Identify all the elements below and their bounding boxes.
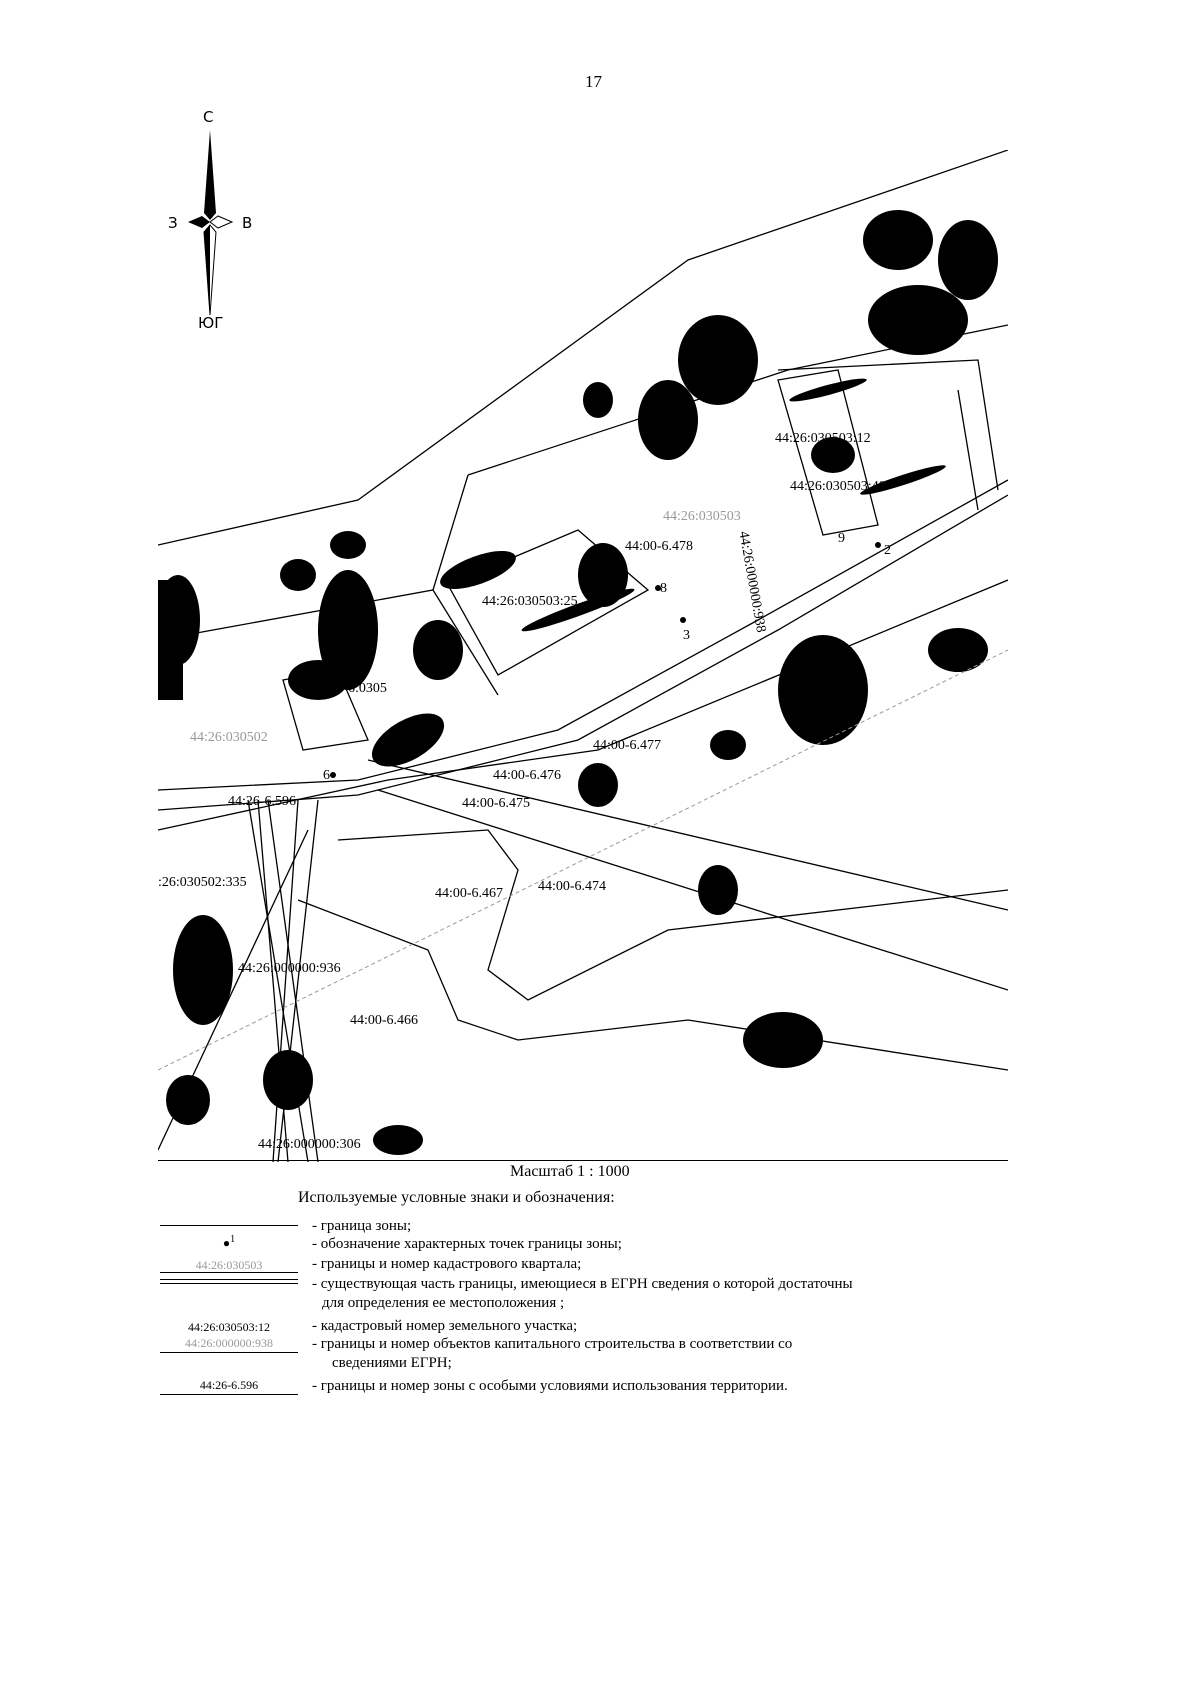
zone-label: 44:00-6.474 xyxy=(538,879,607,894)
parcel-label: 6:0305 xyxy=(348,681,387,696)
legend-text: - границы и номер объектов капитального … xyxy=(312,1336,793,1352)
legend-item: ●1 - обозначение характерных точек грани… xyxy=(160,1234,1060,1256)
object-symbol: 44:26:000000:938 xyxy=(184,1336,273,1350)
legend-text: - границы и номер зоны с особыми условия… xyxy=(312,1378,788,1394)
legend-text: - обозначение характерных точек границы … xyxy=(312,1236,622,1252)
legend-text: сведениями ЕГРН; xyxy=(332,1355,452,1371)
quarter-label: 44:26:030502 xyxy=(190,730,268,745)
legend-item: - существующая часть границы, имеющиеся … xyxy=(160,1276,1060,1316)
legend-item: 44:26-6.596 - границы и номер зоны с осо… xyxy=(160,1378,1060,1398)
compass-north: С xyxy=(203,108,214,126)
legend-text: - граница зоны; xyxy=(312,1218,412,1234)
point-label: 6 xyxy=(323,768,330,783)
parcel-label: 44:26:030503:25 xyxy=(482,594,578,609)
zone-boundaries xyxy=(158,150,1008,1162)
zone-label: 44:00-6.466 xyxy=(350,1013,419,1028)
object-label: 44:26:000000:936 xyxy=(238,961,341,976)
zone-label: 44:26-6.596 xyxy=(228,794,297,809)
special-zone-symbol: 44:26-6.596 xyxy=(199,1378,259,1392)
map-scale: Масштаб 1 : 1000 xyxy=(510,1163,630,1180)
parcel-label: 44:26:030503:12 xyxy=(775,431,871,446)
parcel-label: 44:26:030503:40 xyxy=(790,479,886,494)
quarter-line xyxy=(160,1272,298,1273)
parcel-label: :26:030502:335 xyxy=(158,875,247,890)
zone-label: 44:00-6.476 xyxy=(493,768,562,783)
page-number: 17 xyxy=(585,72,602,91)
legend-text: - границы и номер кадастрового квартала; xyxy=(312,1256,582,1272)
characteristic-points xyxy=(330,542,881,778)
compass-east: В xyxy=(242,214,253,232)
legend-item: 44:26:030503 - границы и номер кадастров… xyxy=(160,1256,1060,1276)
quarter-label: 44:26:030503 xyxy=(663,509,741,524)
point-label: 3 xyxy=(683,628,690,643)
object-line xyxy=(160,1352,298,1353)
parcel-symbol: 44:26:030503:12 xyxy=(187,1320,270,1334)
quarter-symbol: 44:26:030503 xyxy=(195,1258,263,1272)
legend-text: для определения ее местоположения ; xyxy=(322,1295,565,1311)
existing-boundary-line xyxy=(160,1279,298,1280)
existing-boundary-line xyxy=(160,1283,298,1284)
vegetation-blobs xyxy=(158,210,998,1155)
legend-item: 44:26:030503:12 - кадастровый номер земе… xyxy=(160,1318,1060,1338)
legend-item: 44:26:000000:938 - границы и номер объек… xyxy=(160,1336,1060,1376)
zone-boundary-symbol xyxy=(160,1225,298,1226)
legend-title: Используемые условные знаки и обозначени… xyxy=(298,1189,615,1206)
zone-label: 44:00-6.475 xyxy=(462,796,531,811)
special-zone-line xyxy=(160,1394,298,1395)
zone-label: 44:00-6.467 xyxy=(435,886,504,901)
compass-south: ЮГ xyxy=(198,314,224,332)
map-frame-bottom xyxy=(158,1160,1008,1161)
point-label: 8 xyxy=(660,581,667,596)
point-symbol: ●1 xyxy=(222,1234,236,1250)
zone-label: 44:00-6.477 xyxy=(593,738,662,753)
legend-text: - существующая часть границы, имеющиеся … xyxy=(312,1276,853,1292)
zone-label: 44:00-6.478 xyxy=(625,539,694,554)
cadastral-map xyxy=(158,150,1008,1162)
point-number: 1 xyxy=(230,1234,236,1245)
legend-item: - граница зоны; xyxy=(160,1218,1060,1238)
object-label: 44:26:000000:306 xyxy=(258,1137,361,1152)
compass-west: З xyxy=(168,214,178,232)
legend-text: - кадастровый номер земельного участка; xyxy=(312,1318,578,1334)
point-label: 2 xyxy=(884,543,891,558)
quarter-boundary xyxy=(158,649,1008,1071)
compass-arrow-icon xyxy=(188,130,234,316)
point-label: 9 xyxy=(838,531,845,546)
